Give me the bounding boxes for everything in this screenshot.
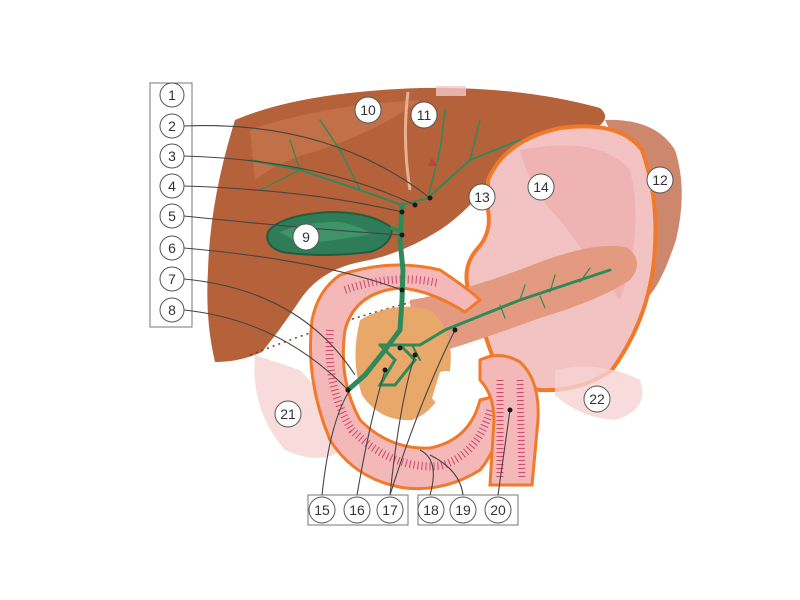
- label-10: 10: [354, 96, 382, 124]
- label-11: 11: [410, 101, 438, 129]
- label-7-text: 7: [168, 271, 176, 287]
- label-21: 21: [274, 400, 302, 428]
- label-17-text: 17: [382, 502, 398, 518]
- label-14-text: 14: [533, 179, 549, 195]
- label-10-text: 10: [360, 102, 376, 118]
- label-2-text: 2: [168, 118, 176, 134]
- duodenum-loop: [309, 263, 503, 491]
- label-11-text: 11: [417, 107, 432, 123]
- label-22-text: 22: [589, 391, 605, 407]
- label-18: 18: [417, 496, 445, 524]
- label-box-bottom-left: [307, 494, 409, 526]
- label-12-text: 12: [652, 172, 668, 188]
- label-2: 2: [159, 113, 185, 139]
- label-1-text: 1: [168, 87, 176, 103]
- label-4: 4: [159, 173, 185, 199]
- label-8: 8: [159, 297, 185, 323]
- label-9-text: 9: [302, 229, 310, 245]
- label-16: 16: [343, 496, 371, 524]
- label-15: 15: [308, 496, 336, 524]
- label-15-text: 15: [314, 502, 330, 518]
- label-4-text: 4: [168, 178, 176, 194]
- label-20-text: 20: [490, 502, 506, 518]
- label-16-text: 16: [349, 502, 365, 518]
- label-3: 3: [159, 143, 185, 169]
- label-17: 17: [376, 496, 404, 524]
- liver-highlight: [250, 100, 420, 180]
- bottom-leader-lines: [321, 329, 511, 496]
- label-19-text: 19: [455, 502, 471, 518]
- label-3-text: 3: [168, 148, 176, 164]
- label-5: 5: [159, 203, 185, 229]
- left-leader-lines: [183, 125, 431, 391]
- label-6-text: 6: [168, 240, 176, 256]
- marker-dots: [345, 195, 513, 413]
- label-18-text: 18: [423, 502, 439, 518]
- jejunum-mucosa: [496, 379, 526, 481]
- label-19: 19: [449, 496, 477, 524]
- pancreas-notch: [432, 371, 459, 406]
- label-20: 20: [484, 496, 512, 524]
- label-6: 6: [159, 235, 185, 261]
- label-9: 9: [292, 223, 320, 251]
- ligament-top: [436, 86, 466, 96]
- biliary-tree: [249, 109, 612, 393]
- duct-arrow: [428, 158, 438, 166]
- label-7: 7: [159, 266, 185, 292]
- label-5-text: 5: [168, 208, 176, 224]
- label-13-text: 13: [474, 189, 490, 205]
- label-1: 1: [159, 82, 185, 108]
- label-12: 12: [646, 166, 674, 194]
- label-8-text: 8: [168, 302, 176, 318]
- falciform-ligament: [403, 91, 412, 191]
- label-22: 22: [583, 385, 611, 413]
- label-13: 13: [468, 183, 496, 211]
- label-21-text: 21: [280, 406, 296, 422]
- label-14: 14: [527, 173, 555, 201]
